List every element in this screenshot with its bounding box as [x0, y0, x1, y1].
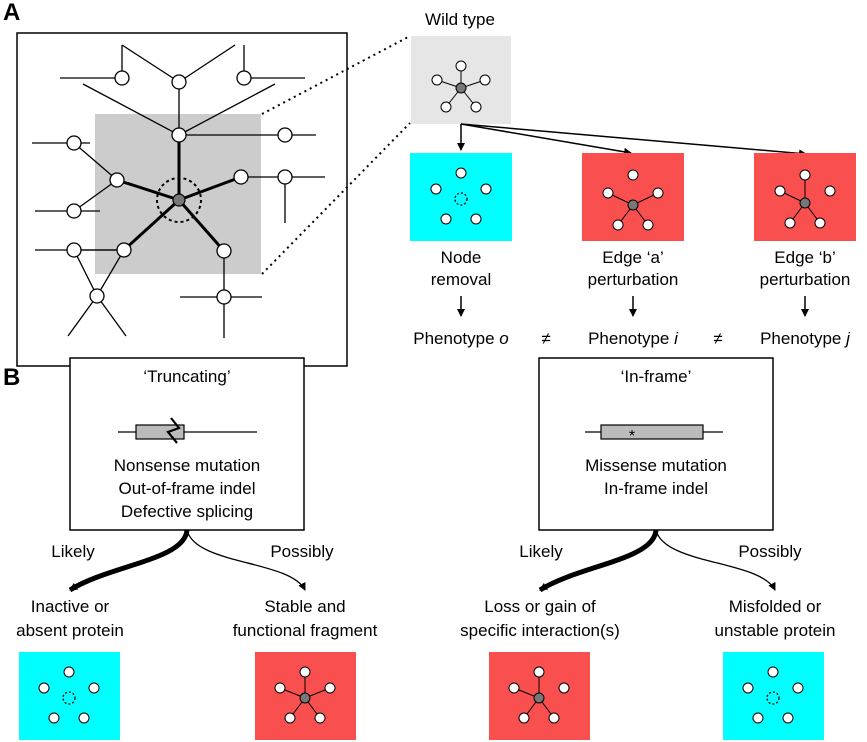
loss-gain-network [489, 652, 590, 740]
possibly-label-1: Possibly [270, 542, 334, 561]
missense-marker-icon: * [629, 428, 635, 445]
panel-a-label: A [3, 0, 20, 26]
outcome-1-line2: perturbation [588, 270, 679, 289]
likely-label-2: Likely [519, 542, 563, 561]
phenotype-o: Phenotype o [413, 329, 508, 348]
inactive-network [19, 652, 120, 740]
bottom-network-boxes [19, 652, 824, 740]
outcome-misfolded-line2: unstable protein [715, 621, 836, 640]
network-nodes [66, 70, 293, 305]
network-panel [16, 32, 348, 367]
hub-node [172, 193, 186, 207]
outcome-edge-b [754, 153, 856, 241]
inframe-line-1: Missense mutation [585, 456, 727, 475]
truncating-line-2: Out-of-frame indel [119, 479, 256, 498]
outcomes-a [410, 153, 856, 241]
zoom-lines [261, 35, 411, 275]
outcome-2-line1: Edge ‘b’ [774, 248, 835, 267]
truncating-line-1: Nonsense mutation [114, 456, 260, 475]
phenotype-j: Phenotype j [760, 329, 851, 348]
inframe-title: ‘In-frame’ [621, 367, 692, 386]
outcome-0-line2: removal [431, 270, 491, 289]
phenotype-i: Phenotype i [588, 329, 679, 348]
wild-type-label: Wild type [425, 10, 495, 29]
likely-label-1: Likely [51, 542, 95, 561]
branch-arrows [68, 529, 776, 593]
not-equal-1: ≠ [541, 329, 550, 348]
wild-type-network [431, 60, 491, 113]
outcome-loss-gain-line1: Loss or gain of [484, 597, 596, 616]
outcome-edge-a [582, 153, 684, 241]
not-equal-2: ≠ [713, 329, 722, 348]
outcome-2-line2: perturbation [760, 270, 851, 289]
outcome-loss-gain-line2: specific interaction(s) [460, 621, 620, 640]
truncating-title: ‘Truncating’ [143, 367, 230, 386]
truncating-box: ‘Truncating’ Nonsense mutation Out-of-fr… [69, 357, 305, 531]
outcome-stable-line2: functional fragment [233, 621, 378, 640]
stable-network [255, 652, 356, 740]
phenotype-arrows [457, 296, 809, 317]
possibly-label-2: Possibly [738, 542, 802, 561]
outcome-stable-line1: Stable and [264, 597, 345, 616]
outcome-inactive-line2: absent protein [16, 621, 124, 640]
truncating-line-3: Defective splicing [121, 502, 253, 521]
inframe-line-2: In-frame indel [604, 479, 708, 498]
misfolded-network [723, 652, 824, 740]
outcome-0-line1: Node [441, 248, 482, 267]
perturbation-arrows [457, 123, 807, 158]
outcome-inactive-line1: Inactive or [31, 597, 110, 616]
truncation-bolt-icon [166, 417, 181, 444]
outcome-misfolded-line1: Misfolded or [729, 597, 822, 616]
hub-edges [116, 135, 242, 252]
outcome-node-removal [410, 153, 512, 241]
outcome-1-line1: Edge ‘a’ [602, 248, 663, 267]
panel-b-label: B [3, 364, 20, 391]
hub-dashed-ring [156, 177, 202, 223]
inframe-box: ‘In-frame’ * Missense mutation In-frame … [538, 357, 774, 531]
